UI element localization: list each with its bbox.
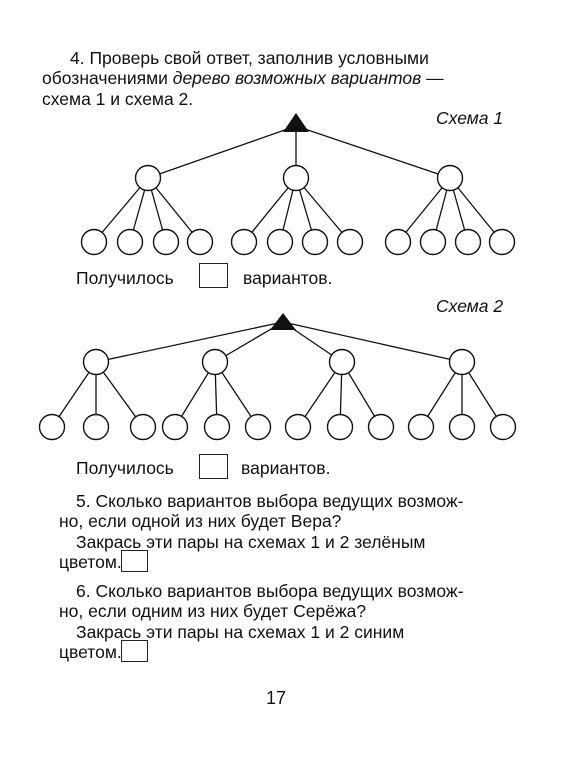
scheme1-leaf — [152, 228, 180, 256]
scheme2-leaf — [367, 413, 395, 441]
task4-line3: схема 1 и схема 2. — [42, 89, 194, 109]
task4-line1: 4. Проверь свой ответ, заполнив условным… — [70, 48, 429, 68]
scheme1-leaf — [488, 228, 516, 256]
page-number: 17 — [266, 688, 287, 708]
scheme1-root-triangle — [283, 113, 309, 132]
scheme1-node-b — [282, 164, 310, 192]
scheme1-label: Схема 1 — [436, 108, 504, 128]
scheme2-node-a — [82, 348, 110, 376]
scheme1-result-suffix: вариантов. — [243, 268, 333, 288]
task5-line2: но, если одной из них будет Вера? — [59, 511, 342, 531]
scheme1-leaf — [384, 228, 412, 256]
task5-line3: Закрась эти пары на схемах 1 и 2 зелёным — [76, 532, 426, 552]
scheme2-leaf — [38, 413, 66, 441]
scheme1-node-c — [436, 164, 464, 192]
scheme1-leaf — [301, 228, 329, 256]
scheme1-leaf — [186, 228, 214, 256]
scheme2-leaf — [326, 413, 354, 441]
scheme1-result-prefix: Получилось — [76, 268, 174, 288]
scheme2-leaf — [161, 413, 189, 441]
scheme2-leaf — [244, 413, 272, 441]
scheme1-leaf — [230, 228, 258, 256]
scheme1-leaf — [80, 228, 108, 256]
scheme2-leaf — [407, 413, 435, 441]
scheme1-leaf — [454, 228, 482, 256]
scheme1-leaf — [116, 228, 144, 256]
scheme2-leaf — [82, 413, 110, 441]
task6-line2: но, если одним из них будет Серёжа? — [59, 601, 367, 621]
scheme2-tree — [38, 313, 517, 441]
task4-line2: обозначениями дерево возможных вариантов… — [42, 68, 444, 89]
scheme2-label: Схема 2 — [436, 296, 504, 316]
scheme1-leaf — [336, 228, 364, 256]
scheme2-node-d — [448, 348, 476, 376]
task5-line4: цветом. — [59, 552, 122, 572]
scheme2-leaf — [489, 413, 517, 441]
scheme2-leaf — [129, 413, 157, 441]
scheme2-answer-box[interactable] — [199, 454, 228, 479]
scheme2-leaf — [448, 413, 476, 441]
task6-line1: 6. Сколько вариантов выбора ведущих возм… — [76, 581, 464, 601]
task4-line2-italic: дерево возможных вариантов — [172, 68, 422, 88]
scheme2-result-suffix: вариантов. — [241, 458, 331, 478]
task5-line1: 5. Сколько вариантов выбора ведущих возм… — [76, 491, 464, 511]
scheme1-leaf — [266, 228, 294, 256]
scheme1-node-a — [134, 164, 162, 192]
scheme2-node-c — [328, 348, 356, 376]
task6-line3: Закрась эти пары на схемах 1 и 2 синим — [76, 622, 405, 642]
task4-line2-end: — — [421, 68, 444, 88]
task4-line2-start: обозначениями — [42, 68, 173, 88]
scheme2-result-prefix: Получилось — [76, 458, 174, 478]
scheme2-node-b — [201, 348, 229, 376]
scheme1-leaf — [419, 228, 447, 256]
scheme1-answer-box[interactable] — [199, 263, 228, 288]
scheme2-root-triangle — [270, 313, 296, 330]
task6-answer-box[interactable] — [121, 640, 148, 662]
scheme1-tree — [80, 113, 516, 256]
scheme2-leaf — [203, 413, 231, 441]
scheme2-leaf — [284, 413, 312, 441]
task6-line4: цветом. — [59, 642, 122, 662]
task5-answer-box[interactable] — [121, 550, 148, 572]
